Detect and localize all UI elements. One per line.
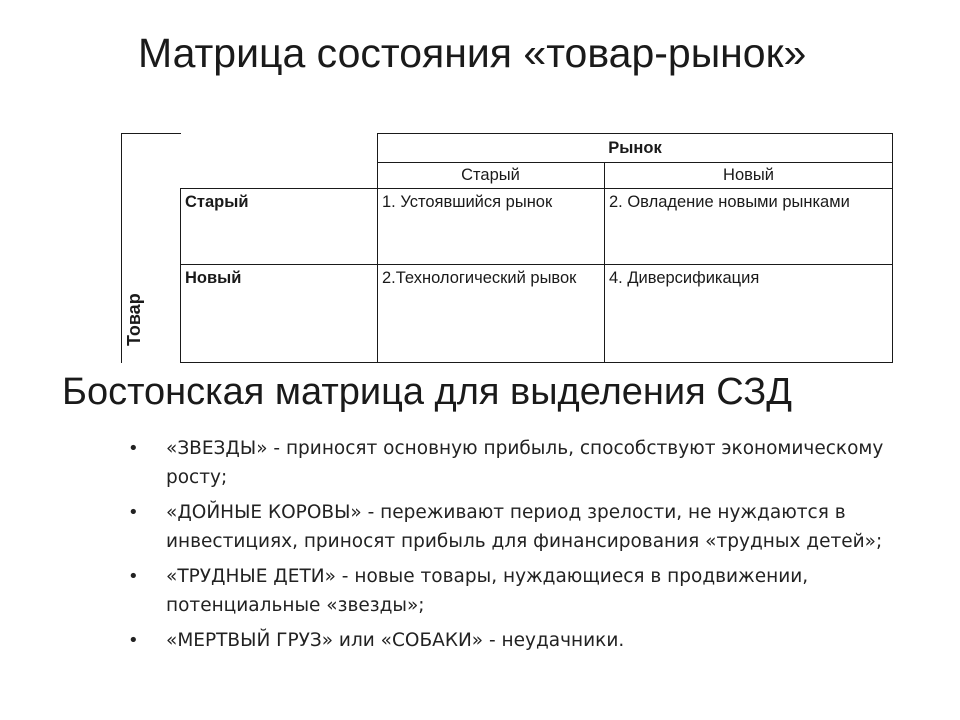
grid-line [121,133,122,363]
row-header-old: Старый [185,193,249,211]
bullet-icon: • [128,502,139,523]
slide-title: Матрица состояния «товар-рынок» [138,30,807,76]
grid-line [121,133,181,134]
list-item: • «ТРУДНЫЕ ДЕТИ» - новые товары, нуждающи… [118,562,938,620]
list-item: • «ЗВЕЗДЫ» - приносят основную прибыль, с… [118,434,938,492]
grid-line [180,362,893,363]
grid-line [892,133,893,363]
cell-diversification: 4. Диверсификация [609,269,760,287]
bullet-icon: • [128,438,139,459]
cell-tech-breakthrough: 2.Технологический рывок [382,269,577,287]
list-item-text: «ЗВЕЗДЫ» - приносят основную прибыль, сп… [166,438,884,488]
bcg-matrix-title: Бостонская матрица для выделения СЗД [62,371,792,413]
bullet-icon: • [128,566,139,587]
grid-line [604,162,605,363]
col-header-new: Новый [723,166,774,184]
bcg-categories-list: • «ЗВЕЗДЫ» - приносят основную прибыль, с… [118,434,938,661]
grid-line [180,188,893,189]
list-item-text: «ТРУДНЫЕ ДЕТИ» - новые товары, нуждающие… [166,566,809,616]
grid-line [377,133,378,363]
row-header-new: Новый [185,269,242,287]
col-header-old: Старый [461,166,520,184]
product-market-matrix: Товар Рынок Старый Новый Старый Новый 1.… [121,133,893,363]
row-axis-label: Товар [124,293,144,346]
cell-established-market: 1. Устоявшийся рынок [382,193,553,211]
list-item: • «МЕРТВЫЙ ГРУЗ» или «СОБАКИ» - неудачник… [118,626,938,655]
list-item-text: «ДОЙНЫЕ КОРОВЫ» - переживают период зрел… [166,502,883,552]
col-axis-label: Рынок [608,139,662,157]
cell-new-markets: 2. Овладение новыми рынками [609,193,850,211]
list-item-text: «МЕРТВЫЙ ГРУЗ» или «СОБАКИ» - неудачники… [166,630,625,651]
grid-line [180,188,181,363]
grid-line [377,133,893,134]
list-item: • «ДОЙНЫЕ КОРОВЫ» - переживают период зре… [118,498,938,556]
bullet-icon: • [128,630,139,651]
grid-line [180,264,893,265]
grid-line [377,162,893,163]
